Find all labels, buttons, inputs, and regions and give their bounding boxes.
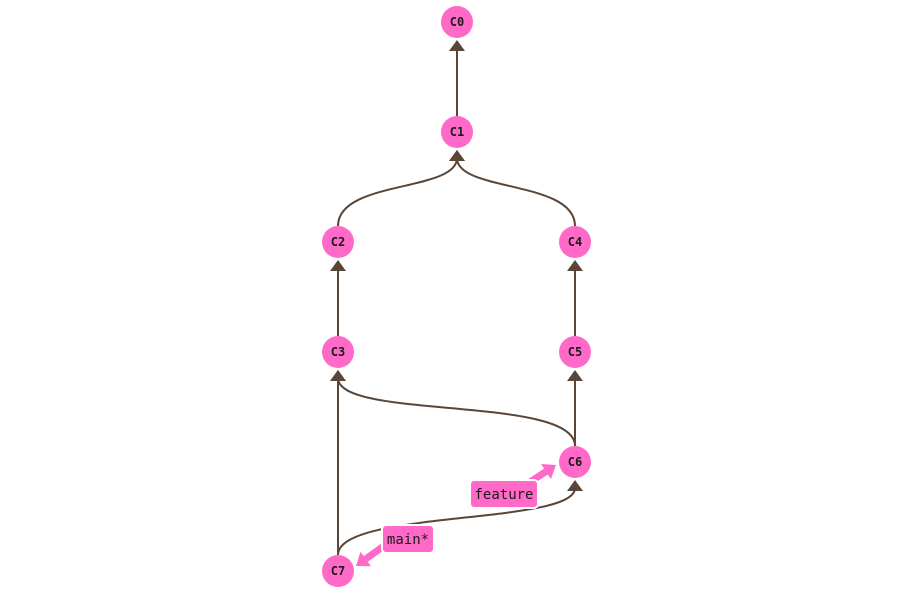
edge-c7-c6 [337, 480, 583, 556]
commit-label: C6 [568, 455, 582, 469]
commit-node-c5[interactable]: C5 [559, 336, 591, 368]
branch-label-box [381, 524, 435, 554]
edge-c6-c3 [330, 370, 576, 447]
edge-line [337, 487, 576, 556]
arrowhead-icon [449, 150, 465, 161]
commit-circle [322, 336, 354, 368]
pointer-head-icon [356, 551, 371, 567]
commit-circle [559, 226, 591, 258]
labels-layer: feature main* [381, 479, 539, 554]
commit-node-c1[interactable]: C1 [441, 116, 473, 148]
edge-c4-c1 [449, 150, 576, 227]
commit-node-c4[interactable]: C4 [559, 226, 591, 258]
edge-line [456, 157, 576, 227]
edge-line [337, 377, 576, 447]
commit-node-c2[interactable]: C2 [322, 226, 354, 258]
arrowhead-icon [567, 260, 583, 271]
commit-label: C3 [331, 345, 345, 359]
commit-circle [559, 336, 591, 368]
arrowhead-icon [567, 370, 583, 381]
commit-circle [322, 555, 354, 587]
branch-label-box [469, 479, 539, 509]
commit-node-c3[interactable]: C3 [322, 336, 354, 368]
edge-c1-c0 [449, 40, 465, 116]
commit-node-c7[interactable]: C7 [322, 555, 354, 587]
arrowhead-icon [449, 40, 465, 51]
commit-label: C0 [450, 15, 464, 29]
branch-label-main[interactable]: main* [381, 524, 435, 554]
commit-circle [322, 226, 354, 258]
arrowhead-icon [330, 370, 346, 381]
commit-label: C5 [568, 345, 582, 359]
commit-label: C2 [331, 235, 345, 249]
commit-node-c0[interactable]: C0 [441, 6, 473, 38]
branch-label-feature[interactable]: feature [469, 479, 539, 509]
edges-layer [330, 40, 583, 556]
edge-c5-c4 [567, 260, 583, 336]
arrowhead-icon [330, 260, 346, 271]
commit-circle [441, 6, 473, 38]
commit-label: C4 [568, 235, 582, 249]
edge-c3-c2 [330, 260, 346, 336]
edge-c2-c1 [337, 150, 465, 227]
branch-name: feature [474, 487, 533, 503]
commit-label: C7 [331, 564, 345, 578]
edge-line [337, 157, 458, 227]
commit-circle [559, 446, 591, 478]
edge-c6-c5 [567, 370, 583, 446]
commit-node-c6[interactable]: C6 [559, 446, 591, 478]
arrowhead-icon [567, 480, 583, 491]
pointer-head-icon [541, 464, 556, 480]
edge-c7-c3 [330, 370, 346, 555]
branch-name: main* [387, 532, 429, 548]
commit-circle [441, 116, 473, 148]
commit-label: C1 [450, 125, 464, 139]
